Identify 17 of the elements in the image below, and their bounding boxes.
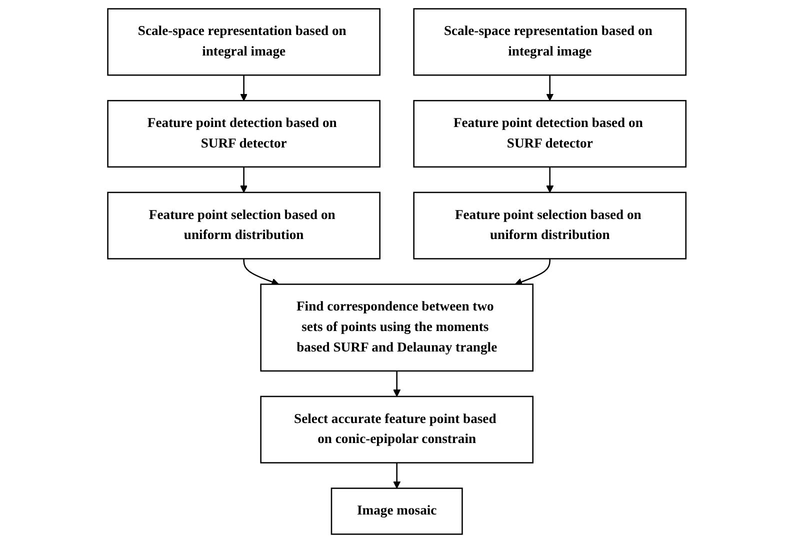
- node-box: Feature point detection based on SURF detector: [413, 100, 687, 168]
- node-box: Select accurate feature point based on conic-epipolar constrain: [260, 396, 534, 464]
- node-box: Feature point selection based on uniform distribution: [107, 192, 381, 260]
- node-box: Find correspondence between two sets of points using the moments based SURF and Delaunay trangle: [260, 284, 534, 372]
- arrow: [546, 166, 554, 193]
- node-box: Scale-space representation based on integral image: [107, 8, 381, 76]
- arrow: [243, 258, 280, 286]
- node-box: Scale-space representation based on integral image: [413, 8, 687, 76]
- arrow: [514, 258, 551, 286]
- arrow: [240, 75, 248, 101]
- arrow: [546, 75, 554, 101]
- node-box: Feature point selection based on uniform distribution: [413, 192, 687, 260]
- node-box: Image mosaic: [331, 488, 463, 535]
- arrow: [393, 462, 401, 489]
- node-box: Feature point detection based on SURF detector: [107, 100, 381, 168]
- arrow: [240, 166, 248, 193]
- arrow: [393, 370, 401, 397]
